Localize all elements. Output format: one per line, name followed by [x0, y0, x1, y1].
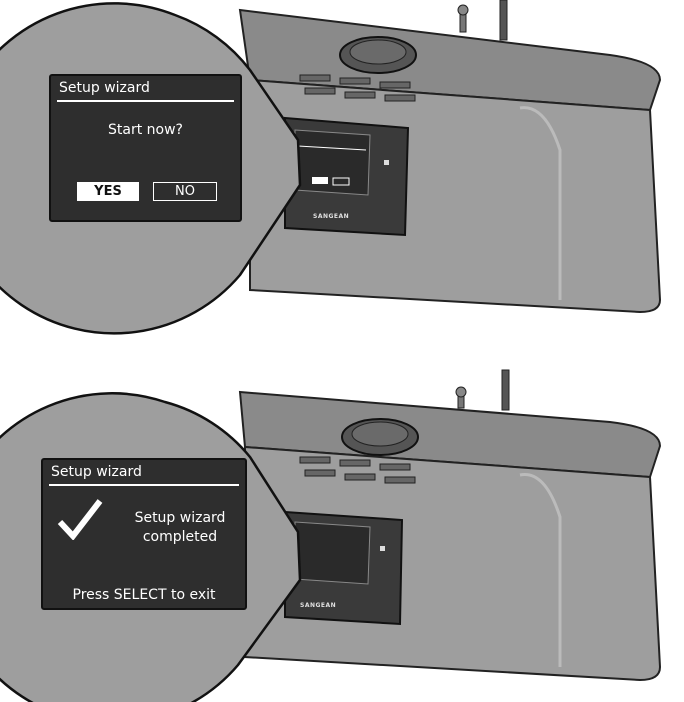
title-divider	[57, 100, 234, 102]
setup-wizard-completed-panel: SANGEAN Setup wizard Setup wizard comple…	[0, 362, 684, 702]
completed-message-line1: Setup wizard	[134, 510, 226, 526]
device-brand-label: SANGEAN	[300, 602, 337, 609]
screen-title: Setup wizard	[59, 80, 150, 96]
lcd-screen: Setup wizard Start now? YES NO	[49, 74, 242, 222]
start-prompt: Start now?	[108, 122, 183, 138]
device-brand-label: SANGEAN	[313, 213, 350, 220]
screen-title: Setup wizard	[51, 464, 142, 480]
exit-instruction: Press SELECT to exit	[72, 587, 216, 603]
lcd-screen: Setup wizard Setup wizard completed Pres…	[41, 458, 247, 610]
yes-button[interactable]: YES	[77, 182, 139, 201]
setup-wizard-start-panel: SANGEAN Setup wizard Start now? YES NO	[0, 0, 684, 340]
checkmark-icon	[57, 499, 103, 540]
no-button[interactable]: NO	[153, 182, 217, 201]
title-divider	[49, 484, 239, 486]
completed-message-line2: completed	[142, 529, 218, 545]
